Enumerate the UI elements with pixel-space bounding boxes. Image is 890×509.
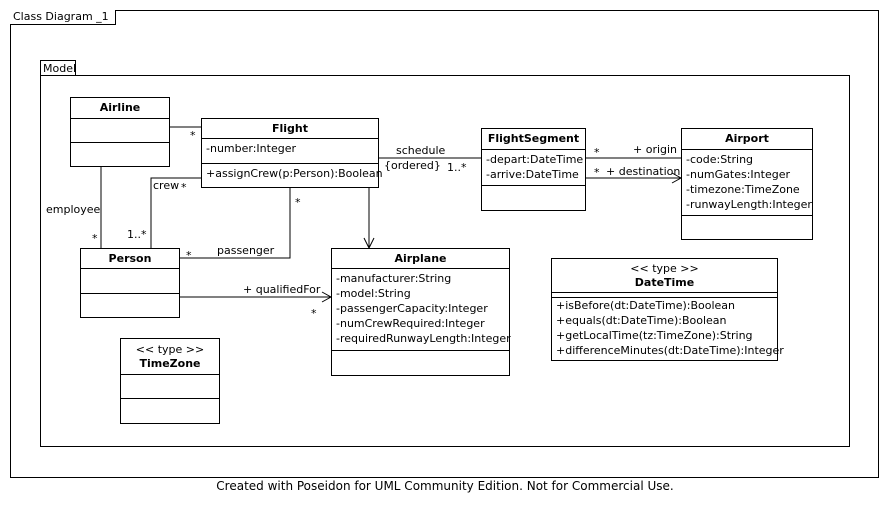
class-flightsegment-name: FlightSegment (482, 129, 585, 150)
attribute: -numCrewRequired:Integer (336, 317, 485, 330)
class-airplane[interactable]: Airplane -manufacturer:String -model:Str… (331, 248, 511, 376)
attribute: -numGates:Integer (686, 168, 790, 181)
footer-note: Created with Poseidon for UML Community … (216, 479, 674, 493)
assoc-crew (150, 177, 201, 248)
class-timezone[interactable]: << type >> TimeZone (120, 338, 220, 424)
attribute: -model:String (336, 287, 411, 300)
class-flight[interactable]: Flight -number:Integer +assignCrew(p:Per… (201, 118, 383, 188)
label-crew: crew (153, 179, 180, 192)
label-qualified-for: + qualifiedFor (243, 283, 321, 296)
package-tab: Model (40, 60, 76, 76)
class-airport-attributes: -code:String -numGates:Integer -timezone… (682, 150, 812, 216)
label-employee: employee (46, 203, 101, 216)
class-airline[interactable]: Airline (70, 97, 170, 167)
class-flightsegment-attributes: -depart:DateTime -arrive:DateTime (482, 150, 585, 186)
class-airline-name: Airline (71, 98, 169, 119)
class-timezone-name: TimeZone (139, 356, 201, 370)
mult-airline-flight: * (190, 129, 196, 142)
attribute: -runwayLength:Integer (686, 198, 812, 211)
operation: +differenceMinutes(dt:DateTime):Integer (556, 344, 784, 357)
operation: +isBefore(dt:DateTime):Boolean (556, 299, 736, 312)
attribute: -depart:DateTime (486, 153, 584, 166)
attribute: -timezone:TimeZone (686, 183, 800, 196)
package-frame (40, 75, 850, 447)
class-flightsegment-operations (482, 186, 585, 190)
mult-employee: * (92, 232, 98, 245)
class-airport-name: Airport (682, 129, 812, 150)
attribute: -manufacturer:String (336, 272, 452, 285)
assoc-passenger (180, 188, 291, 259)
class-timezone-header: << type >> TimeZone (121, 339, 219, 375)
class-timezone-attributes (121, 375, 219, 399)
class-airport-operations (682, 216, 812, 220)
attribute: -requiredRunwayLength:Integer (336, 332, 511, 345)
class-datetime[interactable]: << type >> DateTime +isBefore(dt:DateTim… (551, 258, 784, 361)
diagram-frame-title: Class Diagram _1 (10, 10, 116, 25)
mult-origin: * (594, 146, 600, 159)
class-timezone-operations (121, 399, 219, 403)
attribute: -code:String (686, 153, 754, 166)
mult-destination: * (594, 166, 600, 179)
mult-crew-flight: * (181, 181, 187, 194)
class-airport[interactable]: Airport -code:String -numGates:Integer -… (681, 128, 813, 240)
class-datetime-operations: +isBefore(dt:DateTime):Boolean +equals(d… (552, 298, 784, 360)
class-airplane-operations (332, 351, 509, 355)
package-name: Model (43, 62, 77, 75)
class-airplane-attributes: -manufacturer:String -model:String -pass… (332, 269, 511, 351)
class-person-operations (81, 294, 179, 298)
class-timezone-stereotype: << type >> (135, 342, 205, 356)
mult-passenger-person: * (186, 249, 192, 262)
operation: +getLocalTime(tz:TimeZone):String (556, 329, 753, 342)
label-passenger: passenger (217, 244, 275, 257)
operation: +assignCrew(p:Person):Boolean (206, 167, 383, 180)
attribute: -passengerCapacity:Integer (336, 302, 488, 315)
label-schedule: schedule (396, 144, 446, 157)
label-origin: + origin (633, 143, 678, 156)
class-datetime-name: DateTime (634, 275, 695, 289)
class-flightsegment[interactable]: FlightSegment -depart:DateTime -arrive:D… (481, 128, 586, 211)
class-datetime-stereotype: << type >> (630, 261, 699, 275)
class-person-attributes (81, 269, 179, 294)
class-flight-name: Flight (202, 119, 378, 139)
class-airline-operations (71, 143, 169, 166)
class-airline-attributes (71, 119, 169, 143)
label-destination: + destination (606, 165, 681, 178)
class-airplane-name: Airplane (332, 249, 509, 269)
attribute: -number:Integer (206, 142, 296, 155)
class-flight-operations: +assignCrew(p:Person):Boolean (202, 164, 383, 183)
mult-crew-person: 1..* (127, 228, 147, 241)
attribute: -arrive:DateTime (486, 168, 579, 181)
class-person[interactable]: Person (80, 248, 180, 318)
diagram-frame (10, 10, 879, 478)
mult-passenger-flight: * (295, 196, 301, 209)
label-ordered: {ordered} (384, 159, 441, 172)
class-datetime-attributes (552, 293, 777, 298)
class-datetime-header: << type >> DateTime (552, 259, 777, 293)
class-person-name: Person (81, 249, 179, 269)
mult-qualified-for: * (311, 307, 317, 320)
class-flight-attributes: -number:Integer (202, 139, 378, 164)
mult-schedule: 1..* (447, 161, 467, 174)
operation: +equals(dt:DateTime):Boolean (556, 314, 727, 327)
